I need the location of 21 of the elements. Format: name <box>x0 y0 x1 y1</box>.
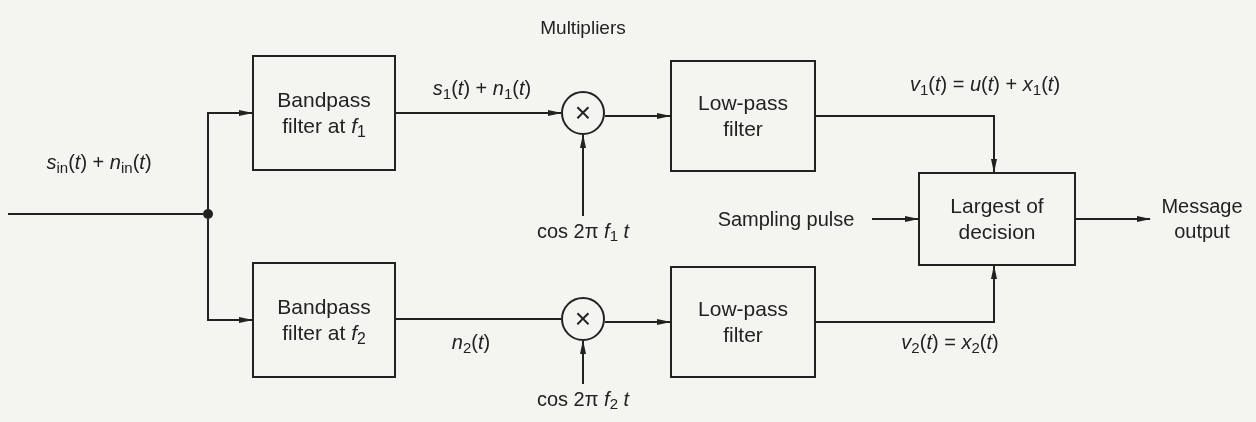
connector-arrow <box>1075 216 1151 222</box>
connector-arrow <box>580 134 586 217</box>
signal-text: cos 2π f$_{2}$ t <box>513 384 653 414</box>
connector-arrow <box>207 218 253 323</box>
connector-arrow <box>604 319 671 325</box>
block-box: Low-pass filter <box>670 60 816 172</box>
connector-arrow <box>207 110 253 210</box>
block-box: Bandpass filter at f$_{1}$ <box>252 55 396 171</box>
connector-arrow <box>871 216 919 222</box>
block-box: Low-pass filter <box>670 266 816 378</box>
connector-arrow <box>815 115 997 173</box>
signal-text: Sampling pulse <box>700 206 872 232</box>
connector-arrow <box>395 110 562 116</box>
signal-text: Message output <box>1150 190 1254 248</box>
caption-label: Multipliers <box>539 16 627 40</box>
connector-arrow <box>604 113 671 119</box>
connector-arrow <box>815 265 997 323</box>
connector-arrow <box>580 340 586 385</box>
block-box: Bandpass filter at f$_{2}$ <box>252 262 396 378</box>
signal-text: cos 2π f$_{1}$ t <box>513 216 653 246</box>
block-box: Largest of decision <box>918 172 1076 266</box>
